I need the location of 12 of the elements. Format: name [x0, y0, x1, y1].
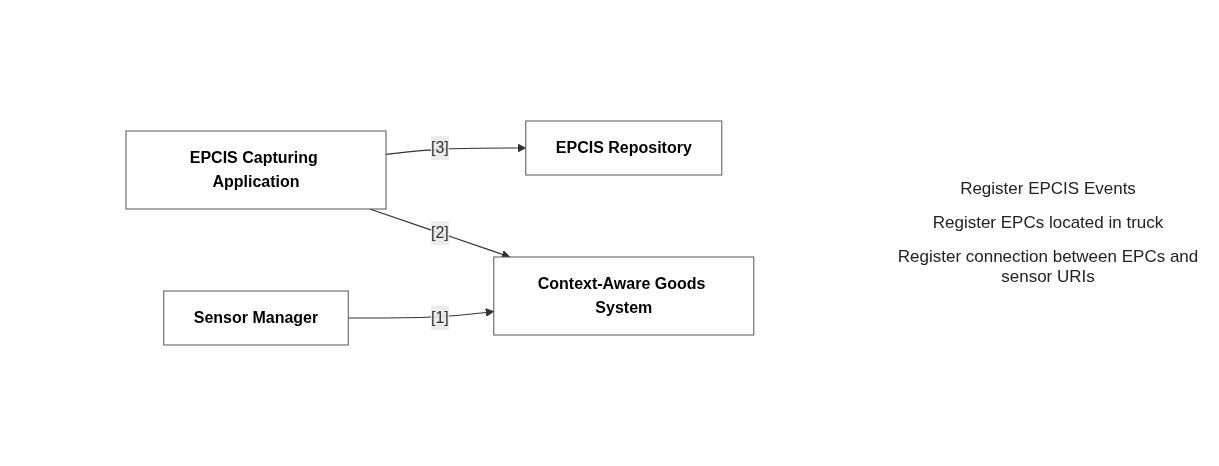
node-box: EPCIS Capturing Application: [125, 130, 387, 210]
node-box: Context-Aware Goods System: [493, 256, 755, 336]
node-box: EPCIS Repository: [525, 120, 723, 176]
note-text: Register connection between EPCs and sensor URIs: [896, 247, 1200, 287]
edge-label: [3]: [431, 139, 449, 156]
arrow: [347, 308, 495, 319]
note-text: Register EPCIS Events: [959, 179, 1137, 199]
node-box: Sensor Manager: [163, 290, 349, 346]
edge-label: [1]: [431, 309, 449, 326]
note-text: Register EPCs located in truck: [931, 213, 1165, 233]
edge-label: [2]: [431, 224, 449, 241]
arrow: [385, 143, 527, 156]
